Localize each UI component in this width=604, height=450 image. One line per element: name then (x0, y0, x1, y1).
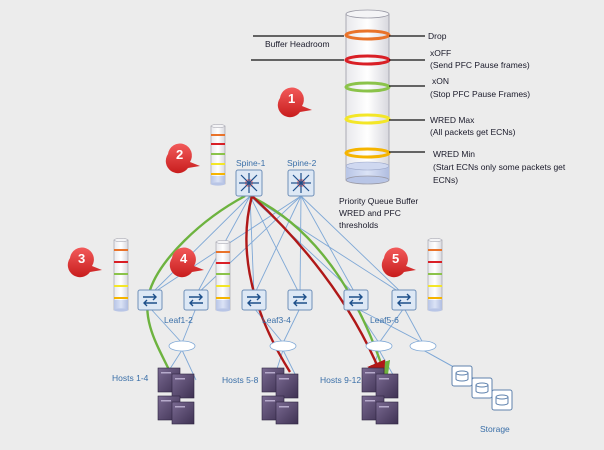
xon-desc: (Stop PFC Pause Frames) (430, 89, 530, 99)
switch-icon[interactable] (183, 289, 209, 311)
hub-icon (365, 340, 393, 352)
switch-icon[interactable] (241, 289, 267, 311)
caption-line-2: WRED and PFC (339, 208, 401, 218)
switch-icon[interactable] (343, 289, 369, 311)
server-icon (261, 367, 299, 425)
svg-text:3: 3 (78, 251, 85, 266)
hosts-5-8-label: Hosts 5-8 (222, 375, 259, 385)
caption-line-1: Priority Queue Buffer (339, 196, 418, 206)
queue-buffer-icon (210, 124, 226, 186)
xoff-title: xOFF (430, 48, 451, 58)
badge-2: 2 (165, 143, 200, 174)
server-icon (157, 367, 195, 425)
xoff-desc: (Send PFC Pause frames) (430, 60, 530, 70)
storage-label: Storage (480, 424, 510, 434)
hosts-1-4-label: Hosts 1-4 (112, 373, 149, 383)
buffer-headroom-label: Buffer Headroom (265, 39, 330, 49)
spine-2-label: Spine-2 (287, 158, 317, 168)
badge-1: 1 (277, 87, 312, 118)
wred-max-desc: (All packets get ECNs) (430, 127, 516, 137)
svg-text:4: 4 (180, 251, 188, 266)
hub-icon (269, 340, 297, 352)
svg-text:1: 1 (288, 91, 295, 106)
threshold-lines (251, 35, 425, 153)
caption-line-3: thresholds (339, 220, 378, 230)
xon-title: xON (432, 76, 449, 86)
storage-icon (451, 365, 513, 411)
green-flow-path-left (146, 194, 246, 373)
wred-min-desc-1: (Start ECNs only some packets get (433, 162, 566, 172)
hub-icon (409, 340, 437, 352)
hosts-9-12-label: Hosts 9-12 (320, 375, 361, 385)
switch-icon[interactable] (137, 289, 163, 311)
leaf-3-4-label: Leaf3-4 (262, 315, 291, 325)
wred-min-desc-2: ECNs) (433, 175, 458, 185)
switch-icon[interactable] (287, 289, 313, 311)
spine-1-switch[interactable] (235, 169, 263, 197)
server-icon (361, 367, 399, 425)
svg-text:2: 2 (176, 147, 183, 162)
leaf-1-2-label: Leaf1-2 (164, 315, 193, 325)
queue-buffer-icon (427, 238, 443, 312)
spine-1-label: Spine-1 (236, 158, 266, 168)
spine-2-switch[interactable] (287, 169, 315, 197)
switch-icon[interactable] (391, 289, 417, 311)
hub-icon (168, 340, 196, 352)
queue-buffer-icon (215, 240, 231, 312)
queue-buffer-icon (113, 238, 129, 312)
badge-3: 3 (67, 247, 102, 278)
wred-max-title: WRED Max (430, 115, 475, 125)
badge-4: 4 (169, 247, 204, 278)
queue-buffer-icon (344, 9, 391, 185)
badge-5: 5 (381, 247, 416, 278)
leaf-5-6-label: Leaf5-6 (370, 315, 399, 325)
svg-text:5: 5 (392, 251, 399, 266)
wred-min-title: WRED Min (433, 149, 475, 159)
drop-label: Drop (428, 31, 447, 41)
